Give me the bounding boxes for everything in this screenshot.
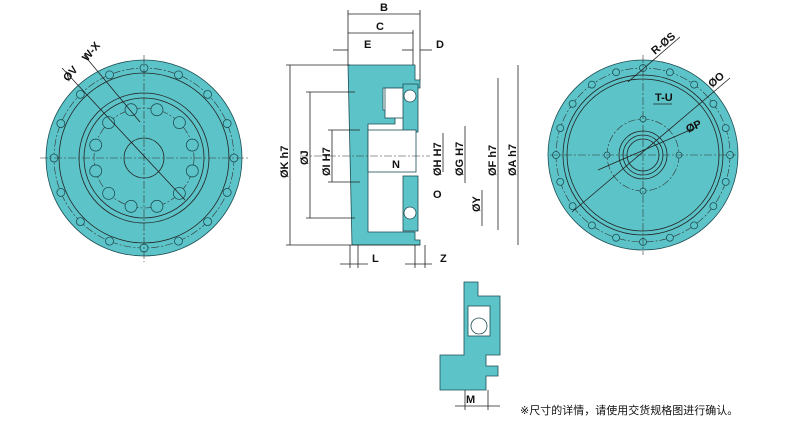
bolt-hole xyxy=(556,177,565,186)
dim-label-m: M xyxy=(466,394,475,406)
dim-label-l: L xyxy=(372,253,379,265)
bolt-hole xyxy=(612,68,621,77)
dim-label-j: ØJ xyxy=(299,150,311,165)
dim-label-h: ØH H7 xyxy=(432,142,444,176)
bolt-hole xyxy=(89,138,103,152)
bolt-hole xyxy=(721,177,730,186)
dim-label-c: C xyxy=(376,21,384,33)
dim-label-rs: R-ØS xyxy=(649,30,678,57)
bolt-hole xyxy=(124,103,138,117)
bolt-hole xyxy=(690,80,699,89)
bolt-hole xyxy=(587,80,596,89)
dim-label-a: ØA h7 xyxy=(507,144,519,176)
bolt-hole xyxy=(150,103,164,117)
bolt-hole xyxy=(172,116,186,130)
bolt-hole xyxy=(709,202,718,211)
detail-view: M xyxy=(439,281,501,410)
dim-label-f: ØF h7 xyxy=(487,145,499,176)
bolt-hole xyxy=(105,236,114,246)
dim-label-i: ØI H7 xyxy=(321,147,333,176)
dim-label-z: Z xyxy=(440,253,447,265)
bolt-hole xyxy=(203,89,213,99)
dim-label-y: ØY xyxy=(471,195,483,212)
dim-label-wx: W-X xyxy=(80,39,103,63)
bolt-hole xyxy=(75,89,85,99)
bolt-hole xyxy=(690,221,699,230)
dim-label-e: E xyxy=(364,39,371,51)
bolt-hole xyxy=(185,138,199,152)
bolt-hole xyxy=(665,233,674,242)
bolt-hole xyxy=(203,217,213,227)
bolt-hole xyxy=(721,124,730,133)
rear-view: R-ØS ØO T-U ØP xyxy=(547,30,739,255)
bolt-hole xyxy=(612,233,621,242)
bolt-hole xyxy=(174,236,183,246)
dim-label-b: B xyxy=(380,2,388,14)
dim-label-n: N xyxy=(392,159,400,171)
bolt-hole xyxy=(150,199,164,213)
dim-label-o: O xyxy=(433,189,442,201)
bolt-hole xyxy=(709,99,718,108)
bolt-hole xyxy=(105,70,114,80)
bolt-hole xyxy=(56,188,66,197)
bolt-hole xyxy=(185,164,199,178)
bolt-hole xyxy=(665,68,674,77)
bolt-hole xyxy=(556,124,565,133)
dim-label-d: D xyxy=(436,39,444,51)
bolt-hole xyxy=(222,119,232,128)
dim-label-tu: T-U xyxy=(655,92,673,104)
bolt-hole xyxy=(587,221,596,230)
bolt-hole xyxy=(75,217,85,227)
bolt-hole xyxy=(568,202,577,211)
dim-label-v: ØV xyxy=(61,64,81,84)
bolt-hole xyxy=(222,188,232,197)
dim-label-g: ØG H7 xyxy=(454,142,466,176)
front-view: ØV W-X xyxy=(40,39,248,262)
footnote: ※尺寸的详情，请使用交货规格图进行确认。 xyxy=(520,404,739,417)
bolt-hole xyxy=(174,70,183,80)
bolt-hole xyxy=(89,164,103,178)
bolt-hole xyxy=(56,119,66,128)
bolt-hole xyxy=(124,199,138,213)
dim-label-k: ØK h7 xyxy=(279,146,291,178)
bolt-hole xyxy=(102,116,116,130)
bolt-hole xyxy=(568,99,577,108)
section-view: B C E D ØK h7 ØJ ØI H7 N ØH H7 ØG H7 ØF … xyxy=(279,2,519,268)
bolt-hole xyxy=(102,186,116,200)
